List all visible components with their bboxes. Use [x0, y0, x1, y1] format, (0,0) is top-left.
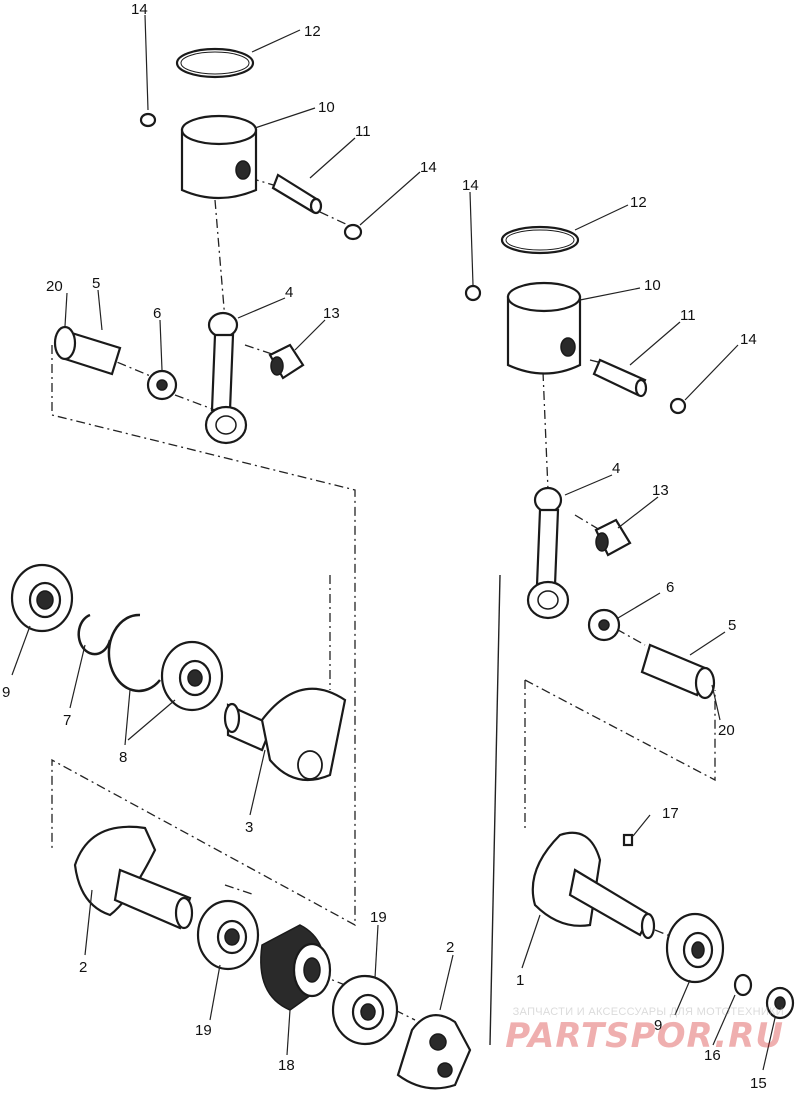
callout-8: 8 — [119, 749, 127, 766]
left-circlip-side — [343, 223, 363, 241]
callout-6: 6 — [153, 305, 161, 322]
callout-9: 9 — [654, 1017, 662, 1034]
left-connecting-rod — [204, 311, 248, 445]
leader-lines — [11, 14, 776, 1071]
callout-6: 6 — [666, 579, 674, 596]
callout-2: 2 — [446, 939, 454, 956]
left-pin-axis-2 — [174, 394, 216, 411]
right-bearing-axis — [574, 514, 601, 531]
washer-16 — [733, 973, 753, 997]
callout-18: 18 — [278, 1057, 295, 1074]
callout-16: 16 — [704, 1047, 721, 1064]
callout-10: 10 — [318, 99, 335, 116]
left-pin-axis — [99, 354, 161, 381]
callout-5: 5 — [92, 275, 100, 292]
bearing-19-right — [331, 974, 399, 1046]
callout-12: 12 — [630, 194, 647, 211]
right-circlip-top — [464, 284, 482, 302]
right-circlip-side — [669, 397, 687, 415]
callout-11: 11 — [355, 123, 371, 140]
callout-5: 5 — [728, 617, 736, 634]
left-main-bearing — [10, 563, 74, 633]
callout-14: 14 — [462, 177, 479, 194]
callout-15: 15 — [750, 1075, 767, 1092]
callout-11: 11 — [680, 307, 696, 324]
callout-2: 2 — [79, 959, 87, 976]
right-wristpin-axis — [589, 359, 611, 366]
callout-4: 4 — [285, 284, 293, 301]
left-bearing-axis — [244, 344, 276, 356]
left-crank-washer — [146, 369, 178, 401]
watermark-tagline: ЗАПЧАСТИ И АКСЕССУАРЫ ДЛЯ МОТОТЕХНИКИ — [512, 1006, 784, 1018]
callout-17: 17 — [662, 805, 679, 822]
left-circlip-axis — [319, 211, 351, 227]
bearing-9-right — [665, 912, 725, 984]
oil-seal-18 — [260, 924, 332, 1011]
left-piston — [180, 114, 258, 200]
callout-13: 13 — [652, 482, 669, 499]
callouts: 14 12 10 11 14 20 5 4 6 13 14 12 10 11 1… — [2, 1, 767, 1092]
lower-axis-1 — [224, 884, 256, 896]
callout-1: 1 — [516, 972, 524, 989]
callout-14: 14 — [131, 1, 148, 18]
nut-15 — [765, 986, 795, 1020]
snap-ring-7 — [77, 613, 112, 656]
right-rod-axis — [542, 371, 549, 491]
right-wrist-pin — [592, 358, 648, 398]
left-wrist-pin — [271, 173, 323, 215]
callout-19: 19 — [195, 1022, 212, 1039]
left-guide-line — [51, 345, 356, 927]
callout-14: 14 — [420, 159, 437, 176]
callout-12: 12 — [304, 23, 321, 40]
right-piston-ring — [500, 225, 580, 255]
bearing-8 — [160, 640, 224, 712]
left-circlip-top — [139, 112, 157, 128]
callout-13: 13 — [323, 305, 340, 322]
key-17 — [622, 833, 634, 847]
callout-10: 10 — [644, 277, 661, 294]
right-crank-washer — [587, 608, 621, 642]
right-connecting-rod — [526, 486, 570, 620]
guide-lines — [51, 177, 716, 1046]
callout-7: 7 — [63, 712, 71, 729]
left-needle-bearing — [268, 343, 305, 380]
callout-19: 19 — [370, 909, 387, 926]
callout-20: 20 — [46, 278, 63, 295]
lower-axis-3 — [394, 1009, 416, 1021]
crank-half-1 — [531, 831, 656, 940]
left-crank-pin — [53, 325, 122, 376]
callout-4: 4 — [612, 460, 620, 477]
crank-half-3 — [223, 687, 347, 782]
watermark: ЗАПЧАСТИ И АКСЕССУАРЫ ДЛЯ МОТОТЕХНИКИ PA… — [505, 1006, 784, 1054]
callout-9: 9 — [2, 684, 10, 701]
left-piston-ring — [175, 47, 255, 79]
right-long-guide — [489, 574, 501, 1046]
left-rod-axis — [214, 199, 226, 321]
right-crank-pin — [640, 643, 716, 700]
crank-half-2-left — [73, 825, 194, 930]
crank-half-2-right — [396, 1014, 472, 1090]
right-needle-bearing — [594, 518, 632, 557]
watermark-logo: PARTSPOR.RU — [505, 1016, 784, 1056]
right-piston — [506, 281, 582, 375]
right-box-guide — [524, 679, 716, 782]
callout-20: 20 — [718, 722, 735, 739]
bearing-19-left — [196, 899, 260, 971]
snap-ring-8 — [107, 613, 161, 693]
callout-14: 14 — [740, 331, 757, 348]
callout-3: 3 — [245, 819, 253, 836]
